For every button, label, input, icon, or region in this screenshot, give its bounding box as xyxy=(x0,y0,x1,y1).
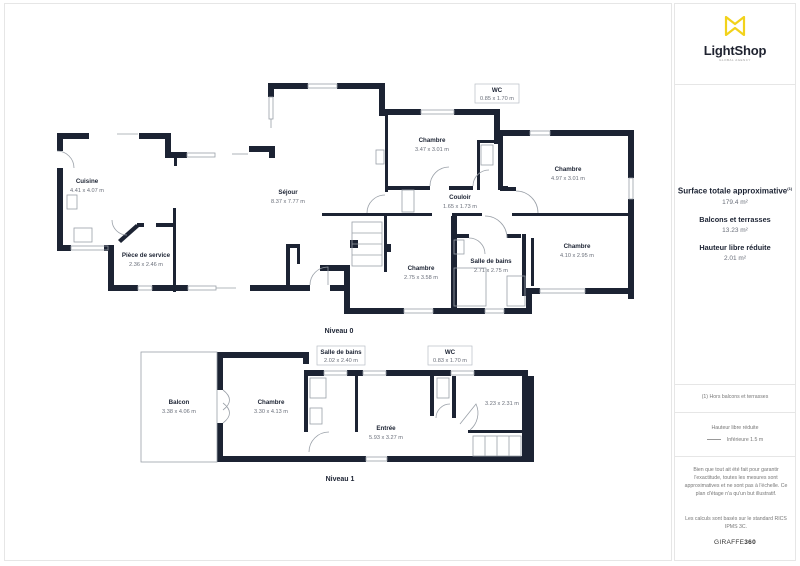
room-dims: 2.36 x 2.46 m xyxy=(129,262,163,268)
floorplan-drawing: Cuisine 4.41 x 4.07 m Pièce de service 2… xyxy=(56,83,634,483)
room-name: Chambre xyxy=(408,265,435,272)
room-dims: 0.83 x 1.70 m xyxy=(433,358,467,364)
openings-level-0 xyxy=(56,83,634,314)
brand-logo: LightShop GLOBAL AGENCY xyxy=(675,15,795,62)
reduced-height-title: Hauteur libre réduite xyxy=(699,242,771,252)
room-name: Chambre xyxy=(258,399,285,406)
legend-line-icon xyxy=(706,439,721,441)
room-name: Pièce de service xyxy=(122,252,171,259)
bowtie-logo-icon xyxy=(724,15,746,37)
room-name: Salle de bains xyxy=(470,258,512,265)
callout-boxes xyxy=(316,83,520,366)
room-name: Chambre xyxy=(419,137,446,144)
divider xyxy=(675,84,795,85)
room-name: Couloir xyxy=(449,194,471,201)
total-surface-value: 179.4 m² xyxy=(722,198,748,206)
reduced-height-value: 2.01 m² xyxy=(723,254,747,262)
room-dims: 2.75 x 3.58 m xyxy=(404,275,438,281)
room-dims: 2.02 x 2.40 m xyxy=(324,358,358,364)
divider xyxy=(675,456,795,457)
level-label: Niveau 1 xyxy=(326,476,355,483)
room-dims: 2.71 x 2.75 m xyxy=(474,268,508,274)
divider xyxy=(675,384,795,385)
room-dims: 5.93 x 3.27 m xyxy=(369,435,403,441)
walls-level-1 xyxy=(217,352,534,462)
room-dims: 8.37 x 7.77 m xyxy=(271,199,305,205)
standard-note: Les calculs sont basés sur le standard R… xyxy=(685,516,787,530)
surface-summary: Surface totale approximative(1) 179.4 m²… xyxy=(675,186,795,271)
room-dims: 3.38 x 4.06 m xyxy=(162,409,196,415)
room-dims: 0.85 x 1.70 m xyxy=(480,96,514,102)
legend-title: Hauteur libre réduite xyxy=(711,425,759,431)
openings-level-1 xyxy=(140,351,522,463)
room-dims: 4.41 x 4.07 m xyxy=(70,188,104,194)
balcony-value: 13.23 m² xyxy=(722,226,748,234)
brand-name: LightShop xyxy=(703,43,767,58)
room-name: Salle de bains xyxy=(320,349,362,356)
room-dims: 3.23 x 2.31 m xyxy=(485,401,519,407)
divider xyxy=(675,412,795,413)
balcony-title: Balcons et terrasses xyxy=(699,214,771,224)
room-name: WC xyxy=(492,87,503,94)
room-dims: 3.30 x 4.13 m xyxy=(254,409,288,415)
room-dims: 4.10 x 2.95 m xyxy=(560,253,594,259)
level-label: Niveau 0 xyxy=(325,328,354,335)
room-name: Cuisine xyxy=(76,178,99,185)
room-name: Séjour xyxy=(278,189,298,196)
disclaimer: Bien que tout ait été fait pour garantir… xyxy=(684,467,788,497)
room-name: Balcon xyxy=(169,399,190,406)
floorplan-frame xyxy=(4,3,672,561)
provider-brand: GIRAFFE360 xyxy=(713,539,757,546)
room-dims: 3.47 x 3.01 m xyxy=(415,147,449,153)
room-dims: 1.65 x 1.73 m xyxy=(443,204,477,210)
walls-level-0 xyxy=(57,83,634,314)
footnote: (1) Hors balcons et terrasses xyxy=(701,394,769,400)
total-surface-title: Surface totale approximative(1) xyxy=(677,186,793,196)
room-name: Chambre xyxy=(555,166,582,173)
brand-tagline: GLOBAL AGENCY xyxy=(719,58,751,62)
legend-item: Inférieure 1.5 m xyxy=(675,437,795,443)
room-name: Chambre xyxy=(564,243,591,250)
room-name: Entrée xyxy=(376,425,396,432)
room-dims: 4.97 x 3.01 m xyxy=(551,176,585,182)
info-panel: LightShop GLOBAL AGENCY Surface totale a… xyxy=(674,3,796,561)
room-name: WC xyxy=(445,349,456,356)
